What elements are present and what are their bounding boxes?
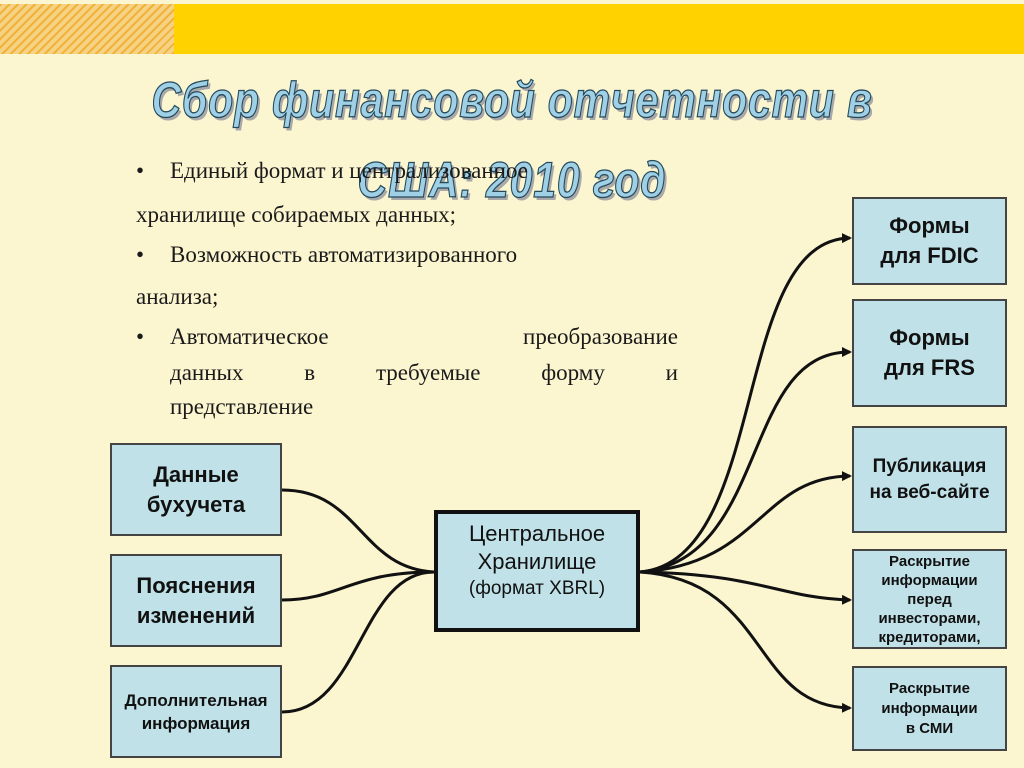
- central-storage-box: Центральное Хранилище (формат XBRL): [434, 510, 640, 632]
- connector-to-media-disclosure: [639, 570, 852, 713]
- output-box-frs-forms: Формы для FRS: [852, 299, 1007, 407]
- bullet-2-line-1: Возможность автоматизированного: [170, 242, 518, 267]
- source-box-text: Пояснения изменений: [136, 571, 255, 631]
- central-storage-format: (формат XBRL): [468, 578, 606, 599]
- output-box-media-disclosure: Раскрытие информации в СМИ: [852, 666, 1007, 751]
- output-box-fdic-forms: Формы для FDIC: [852, 197, 1007, 285]
- output-box-text: Формы для FDIC: [880, 211, 978, 271]
- connector-from-accounting-data: [281, 488, 435, 574]
- output-box-line: на веб-сайте: [869, 481, 990, 503]
- output-box-line: информации: [881, 572, 978, 589]
- source-box-line: Данные: [153, 461, 239, 487]
- connector-to-investor-disclosure: [639, 570, 852, 605]
- output-box-text: Формы для FRS: [884, 323, 975, 383]
- output-box-line: для FDIC: [880, 243, 979, 268]
- source-box-line: Пояснения: [136, 572, 256, 598]
- bullet-1-line-2: хранилище собираемых данных;: [136, 202, 457, 227]
- bullet-3-word: требуемые: [375, 360, 481, 385]
- central-storage-line: Центральное: [468, 521, 606, 546]
- bullet-3-word: форму: [541, 360, 605, 385]
- bullet-1-line-1: Единый формат и централизованное: [170, 158, 528, 183]
- bullet-3-line-1: Автоматическое преобразование: [170, 324, 678, 350]
- output-box-line: перед: [907, 591, 952, 608]
- connector-to-web-publication: [639, 471, 852, 574]
- connector-from-change-notes: [281, 570, 435, 602]
- output-box-line: в СМИ: [905, 719, 954, 737]
- output-box-line: информации: [881, 699, 978, 717]
- central-storage-text: Центральное Хранилище (формат XBRL): [438, 514, 636, 602]
- source-box-accounting-data: Данные бухучета: [110, 443, 282, 536]
- output-box-text: Публикация на веб-сайте: [869, 454, 989, 506]
- bullet-3-word: Автоматическое: [170, 324, 329, 349]
- source-box-text: Дополнительная информация: [124, 689, 267, 735]
- bullet-2-line-2: анализа;: [136, 284, 219, 309]
- bullet-3-line-2: данных в требуемые форму и: [170, 360, 678, 386]
- output-box-web-publication: Публикация на веб-сайте: [852, 426, 1007, 533]
- bullet-marker: •: [136, 242, 145, 267]
- output-box-line: кредиторами,: [878, 629, 981, 646]
- bullet-marker: •: [136, 324, 145, 349]
- output-box-line: инвесторами,: [878, 610, 981, 627]
- source-box-text: Данные бухучета: [147, 460, 245, 520]
- source-box-additional-info: Дополнительная информация: [110, 665, 282, 758]
- slide-title: Сбор финансовой отчетности в США: 2010 г…: [151, 71, 873, 208]
- connector-from-additional-info: [281, 570, 435, 714]
- output-box-text: Раскрытие информации перед инвесторами, …: [878, 551, 980, 647]
- bullet-3-line-3: представление: [170, 394, 314, 419]
- connector-to-frs-forms: [639, 347, 852, 574]
- output-box-line: для FRS: [884, 355, 975, 380]
- connector-to-fdic-forms: [639, 233, 852, 574]
- bullet-3-word: в: [304, 360, 316, 385]
- output-box-line: Формы: [889, 325, 970, 350]
- output-box-line: Раскрытие: [889, 553, 970, 570]
- output-box-investor-disclosure: Раскрытие информации перед инвесторами, …: [852, 549, 1007, 649]
- header-hatched-block: [0, 4, 174, 54]
- header-yellow-band: [174, 4, 1024, 54]
- central-storage-line: Хранилище: [477, 549, 597, 574]
- output-box-line: Публикация: [872, 455, 987, 477]
- output-box-text: Раскрытие информации в СМИ: [881, 679, 977, 739]
- source-box-line: Дополнительная: [124, 690, 268, 710]
- source-box-line: информация: [141, 713, 251, 733]
- bullet-3-word: и: [665, 360, 678, 385]
- bullet-3-word: данных: [170, 360, 244, 385]
- bullet-3-word: преобразование: [523, 324, 678, 349]
- output-box-line: Раскрытие: [889, 679, 970, 697]
- bullet-marker: •: [136, 158, 145, 183]
- output-box-line: Формы: [889, 213, 970, 238]
- source-box-line: бухучета: [146, 491, 246, 517]
- source-box-change-notes: Пояснения изменений: [110, 554, 282, 647]
- source-box-line: изменений: [136, 602, 256, 628]
